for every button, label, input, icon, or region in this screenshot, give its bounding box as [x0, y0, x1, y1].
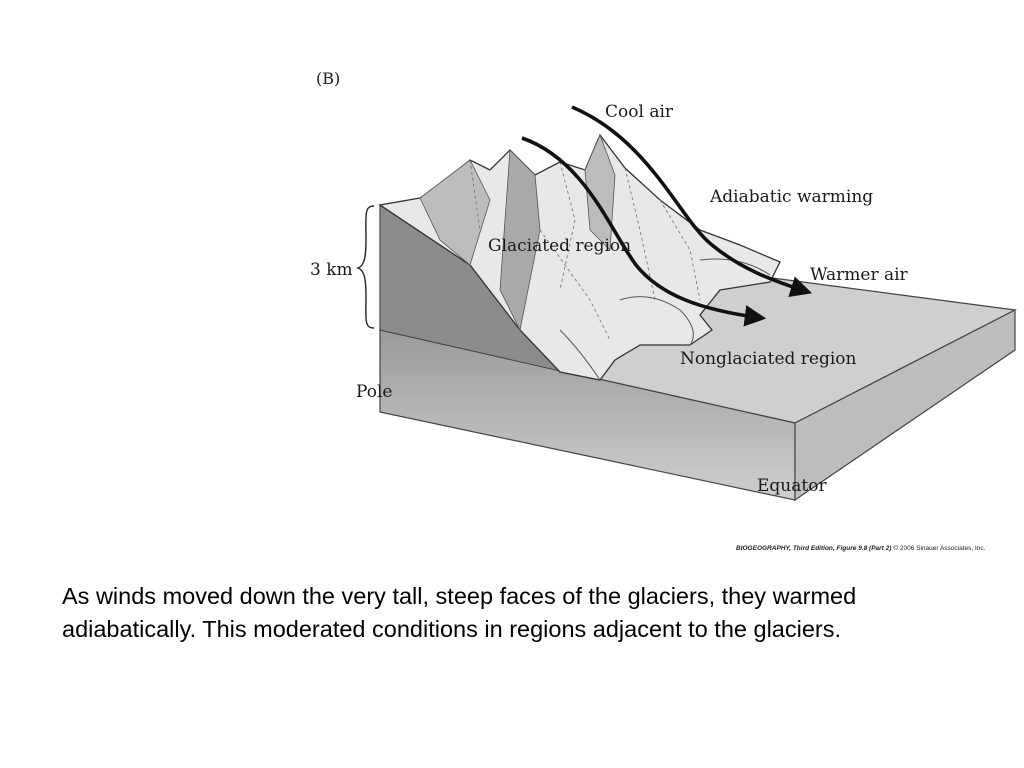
height-label: 3 km	[310, 260, 353, 280]
credit-book-title: BIOGEOGRAPHY, Third Edition,	[736, 545, 835, 552]
credit-figure-ref: Figure 9.8 (Part 2)	[836, 545, 892, 552]
glacier-shadow-mid	[499, 149, 541, 332]
cool-air-label: Cool air	[605, 102, 674, 122]
credit-copyright: © 2006 Sinauer Associates, Inc.	[893, 545, 986, 552]
caption-text: As winds moved down the very tall, steep…	[62, 583, 857, 642]
glacier-shadow-left	[419, 159, 491, 266]
block-side-face	[794, 309, 1016, 502]
height-brace	[355, 205, 375, 329]
figure-credit: BIOGEOGRAPHY, Third Edition, Figure 9.8 …	[736, 545, 985, 552]
cool-air-arrow	[571, 105, 813, 298]
nonglaciated-region-label: Nonglaciated region	[680, 349, 857, 369]
warmer-air-label: Warmer air	[810, 265, 909, 285]
panel-label: (B)	[316, 69, 340, 88]
downslope-wind-arrow	[521, 136, 767, 327]
equator-label: Equator	[757, 476, 827, 496]
pole-label: Pole	[356, 382, 392, 402]
adiabatic-warming-label: Adiabatic warming	[709, 187, 873, 207]
glacier-diagram: (B) Cool air Adiabatic warming Glaciated…	[310, 69, 1017, 502]
glaciated-region-label: Glaciated region	[488, 236, 631, 256]
glaciated-mountains	[378, 133, 781, 381]
